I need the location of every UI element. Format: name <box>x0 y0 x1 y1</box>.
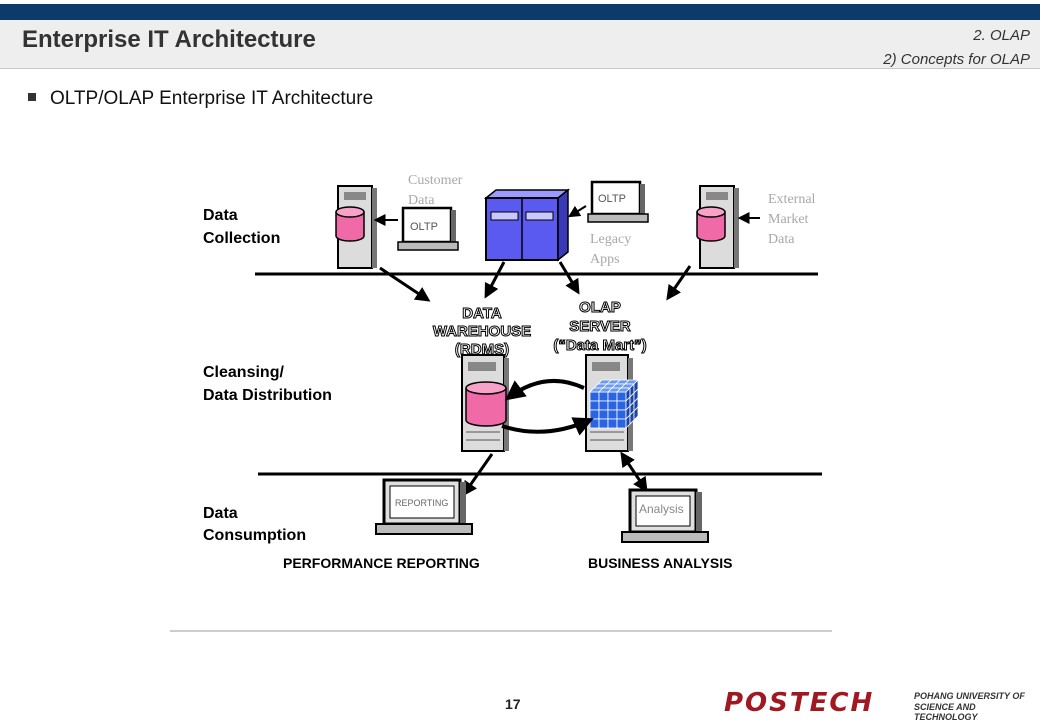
arrow-warehouse-olap-bottom <box>501 417 594 436</box>
warehouse-label-1: DATA <box>462 305 502 322</box>
postech-logo: POSTECH POHANG UNIVERSITY OF SCIENCE AND… <box>724 688 1034 722</box>
legacy-apps-label-1: Legacy <box>590 232 631 247</box>
arrow-mainframe-to-warehouse <box>484 261 506 299</box>
olap-cube-icon <box>589 379 639 429</box>
square-bullet-icon <box>28 92 36 101</box>
arrow-warehouse-olap-top <box>504 378 585 401</box>
layer-label-collection-1: Data <box>203 207 238 224</box>
data-warehouse-server-icon <box>461 354 509 452</box>
olap-label-3: (“Data Mart”) <box>553 337 646 354</box>
subsection-label: 2) Concepts for OLAP <box>883 51 1030 68</box>
external-data-label-1: External <box>768 192 816 207</box>
arrow-customer-to-warehouse <box>379 266 431 302</box>
business-analysis-label: BUSINESS ANALYSIS <box>588 555 732 571</box>
bullet-item: OLTP/OLAP Enterprise IT Architecture <box>28 88 373 110</box>
analysis-terminal-icon: Analysis <box>621 488 709 543</box>
logo-subtitle-2: SCIENCE AND TECHNOLOGY <box>914 702 978 722</box>
header-top-bar <box>0 4 1040 20</box>
olap-label-1: OLAP <box>579 299 621 316</box>
reporting-terminal-icon: REPORTING <box>375 478 473 535</box>
layer-label-consumption-1: Data <box>203 505 238 522</box>
external-data-label-3: Data <box>768 232 795 247</box>
customer-data-label-1: Customer <box>408 173 463 188</box>
oltp-label-2: OLTP <box>598 193 626 205</box>
page-number: 17 <box>505 696 521 712</box>
bullet-text: OLTP/OLAP Enterprise IT Architecture <box>50 88 374 109</box>
page-title: Enterprise IT Architecture <box>22 26 316 53</box>
layer-label-distribution-1: Cleansing/ <box>203 364 284 381</box>
oltp-label-1: OLTP <box>410 221 438 233</box>
arrow-legacy-to-mainframe <box>567 205 587 218</box>
layer-label-distribution-2: Data Distribution <box>203 387 332 404</box>
header-title-bar <box>0 20 1040 69</box>
performance-reporting-label: PERFORMANCE REPORTING <box>283 555 480 571</box>
external-data-server-icon <box>696 185 739 269</box>
logo-subtitle-1: POHANG UNIVERSITY OF <box>914 691 1025 701</box>
arrow-mainframe-to-olap <box>558 261 580 295</box>
external-data-label-2: Market <box>768 212 809 227</box>
olap-label-2: SERVER <box>569 318 631 335</box>
mainframe-icon <box>483 188 571 262</box>
warehouse-label-2: WAREHOUSE <box>433 323 531 340</box>
customer-data-server-icon <box>335 185 377 269</box>
customer-data-label-2: Data <box>408 193 435 208</box>
reporting-screen-label: REPORTING <box>395 498 448 508</box>
layer-label-consumption-2: Consumption <box>203 527 306 544</box>
layer-label-collection-2: Collection <box>203 230 280 247</box>
logo-wordmark: POSTECH <box>724 688 875 718</box>
legacy-oltp-terminal-icon: OLTP <box>587 180 649 223</box>
analysis-screen-label: Analysis <box>639 502 684 516</box>
arrow-external-to-olap <box>666 265 692 301</box>
arrow-warehouse-to-reporting <box>462 453 494 497</box>
legacy-apps-label-2: Apps <box>590 252 620 267</box>
arrow-olap-to-analysis <box>620 451 648 493</box>
section-label: 2. OLAP <box>973 27 1030 44</box>
oltp-terminal-icon: OLTP <box>397 206 459 251</box>
